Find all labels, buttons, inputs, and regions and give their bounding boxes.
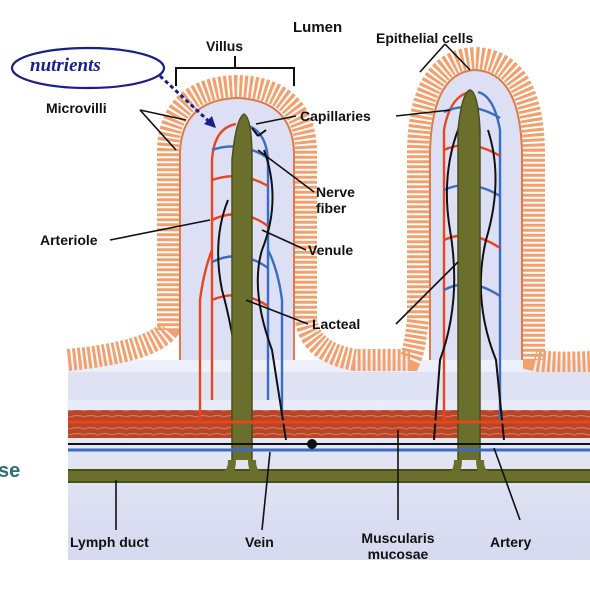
artery-label: Artery (490, 534, 532, 550)
microvilli-label: Microvilli (46, 100, 107, 116)
right-lacteal (457, 89, 481, 460)
nutrients-label: nutrients (30, 55, 101, 76)
villus-label: Villus (206, 38, 244, 54)
capillaries-label: Capillaries (300, 108, 371, 124)
nutrients-arrow (158, 74, 218, 130)
lumen-label: Lumen (293, 19, 343, 36)
nerve-fiber-line1: Nerve (316, 184, 355, 200)
lymph-duct-label: Lymph duct (70, 534, 149, 550)
nerve-fiber-line2: fiber (316, 200, 347, 216)
left-villus-epithelium (66, 46, 590, 374)
lacteal-label: Lacteal (312, 316, 361, 332)
leader-lines (109, 43, 521, 531)
epithelial-cells-label: Epithelial cells (376, 30, 474, 46)
left-capillaries (198, 122, 284, 420)
nerve-fiber-label: Nerve fiber (316, 184, 355, 216)
arteriole-label: Arteriole (40, 232, 98, 248)
right-nerves (433, 119, 505, 441)
muscularis-mucosae-label: Muscularis mucosae (350, 530, 446, 562)
muscularis-line2: mucosae (367, 546, 429, 562)
nutrients-ellipse (10, 46, 166, 90)
clipped-edge-text: se (0, 460, 21, 482)
venule-label: Venule (308, 242, 354, 258)
muscularis-band (68, 410, 590, 438)
vein-label: Vein (245, 534, 274, 550)
left-lacteal (231, 113, 253, 460)
muscularis-line1: Muscularis (361, 530, 435, 546)
